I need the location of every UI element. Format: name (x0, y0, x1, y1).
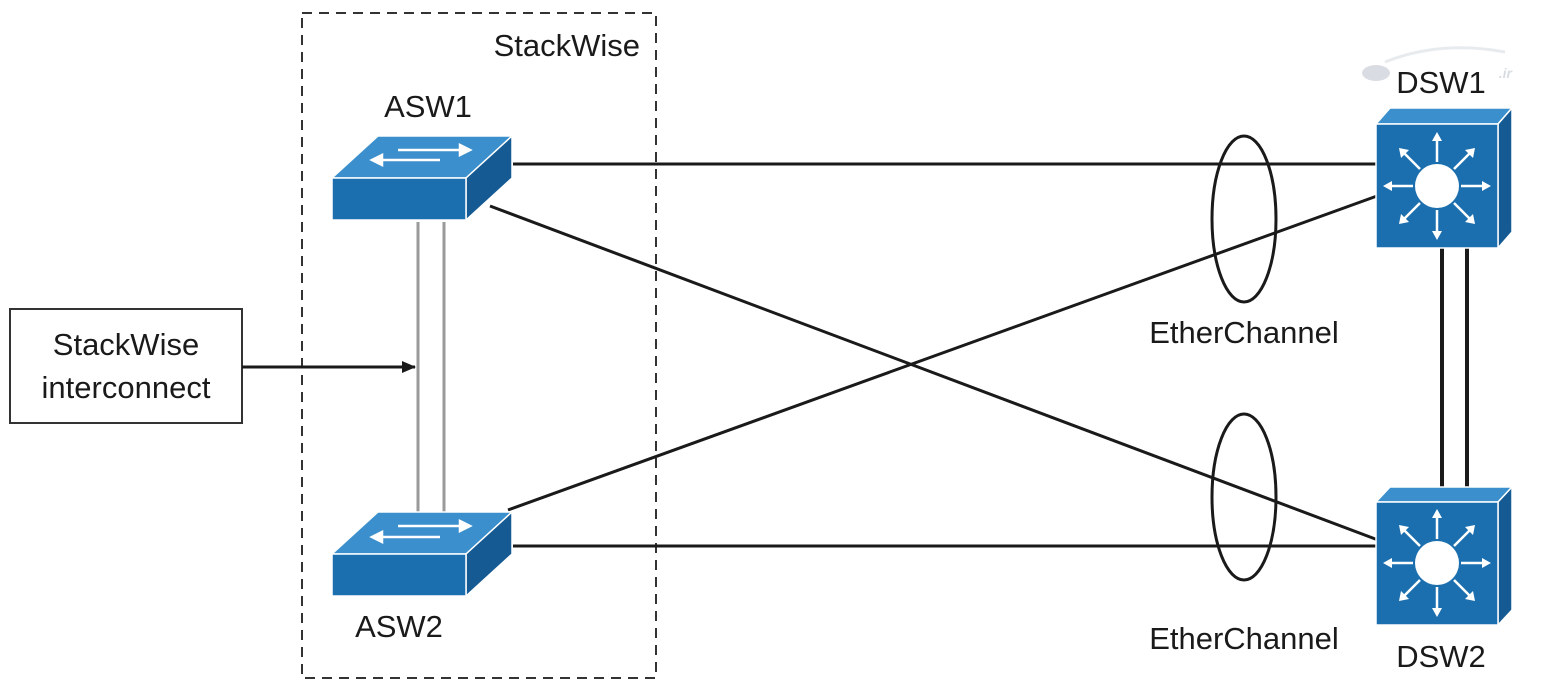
watermark-logo: .ir (1362, 46, 1514, 81)
etherchannel-bottom-label: EtherChannel (1149, 621, 1339, 656)
asw2-switch-icon (330, 510, 514, 598)
stackwise-group-box (301, 12, 657, 679)
etherchannel-top-ellipse (1210, 134, 1278, 304)
dsw1-label: DSW1 (1396, 65, 1486, 100)
svg-text:.ir: .ir (1499, 65, 1514, 81)
uplinks (489, 162, 1379, 548)
dsw1-multilayer-switch-icon (1374, 106, 1514, 250)
dsw2-multilayer-switch-icon (1374, 485, 1514, 627)
asw1-label: ASW1 (384, 89, 472, 124)
dsw2-label: DSW2 (1396, 639, 1486, 674)
etherchannel-bottom-ellipse (1210, 412, 1278, 582)
asw1-switch-icon (330, 134, 514, 222)
callout-line-2: interconnect (42, 370, 211, 405)
stackwise-interconnect-callout (9, 308, 243, 424)
stackwise-group-label: StackWise (494, 28, 640, 63)
link-asw1-dsw2 (489, 204, 1379, 542)
link-asw2-dsw1 (507, 194, 1378, 512)
stackwise-interconnect (416, 222, 446, 515)
dsw-interlink (1440, 248, 1469, 487)
asw2-label: ASW2 (355, 609, 443, 644)
callout-line-1: StackWise (53, 327, 199, 362)
etherchannel-top-label: EtherChannel (1149, 315, 1339, 350)
